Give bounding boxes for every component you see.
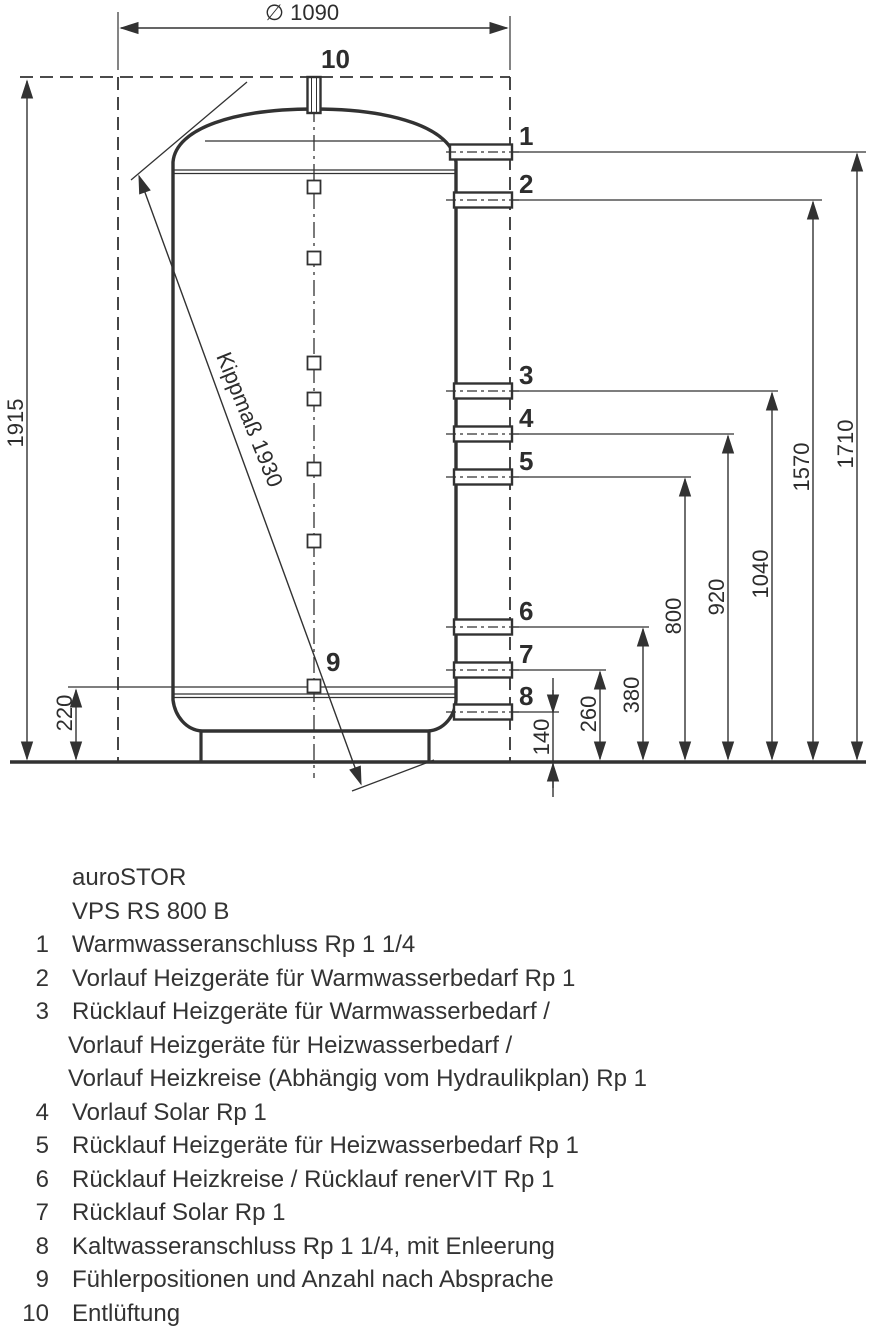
height-dimension-1710: 1710 [833, 152, 864, 761]
sensor-square [306, 461, 322, 477]
legend-item-text: Kaltwasseranschluss Rp 1 1/4, mit Enleer… [72, 1232, 555, 1260]
dimension-label-1040: 1040 [748, 550, 773, 599]
legend-item-number: 8 [35, 1232, 49, 1260]
tilt-dimension: Kippmaß 1930 [130, 81, 435, 792]
port-label-7: 7 [519, 639, 533, 669]
height-dimension-140: 140 [529, 678, 560, 797]
legend-item-text: Rücklauf Heizkreise / Rücklauf renerVIT … [72, 1165, 555, 1193]
port-stub-2 [446, 191, 520, 209]
tank-dimension-diagram: ∅ 1090 1915 220 10 [3, 0, 866, 797]
product-title: auroSTOR [72, 864, 187, 891]
port-label-10: 10 [321, 44, 350, 74]
insulation-envelope-dashed-box [20, 76, 511, 761]
sensor-square [306, 355, 322, 371]
legend-item-3: 3 Rücklauf Heizgeräte für Warmwasserbeda… [0, 995, 869, 1029]
legend-item-number: 10 [22, 1299, 49, 1327]
sensor-positions [306, 179, 322, 694]
port-stub-7 [446, 661, 520, 679]
legend-item-3-cont: Vorlauf Heizkreise (Abhängig vom Hydraul… [0, 1062, 869, 1096]
legend-item-text: Rücklauf Heizgeräte für Warmwasserbedarf… [72, 998, 550, 1025]
legend-item-text: Vorlauf Heizgeräte für Warmwasserbedarf … [72, 964, 576, 992]
port-label-5: 5 [519, 446, 533, 476]
dimension-label-920: 920 [704, 579, 729, 616]
legend-item-number: 6 [35, 1165, 49, 1193]
sensor-square [306, 179, 322, 195]
legend-item-4: 4 Vorlauf Solar Rp 1 [0, 1096, 869, 1130]
legend-item-1: 1 Warmwasseranschluss Rp 1 1/4 [0, 928, 869, 962]
legend-item-9: 9 Fühlerpositionen und Anzahl nach Abspr… [0, 1263, 869, 1297]
dimension-label-1570: 1570 [789, 443, 814, 492]
dimension-label-260: 260 [576, 696, 601, 733]
sensor-square [306, 533, 322, 549]
legend-item-number: 4 [35, 1098, 49, 1126]
tilt-dimension-label: Kippmaß 1930 [211, 349, 288, 491]
legend-item-text: Warmwasseranschluss Rp 1 1/4 [72, 931, 416, 958]
legend-item-text: Fühlerpositionen und Anzahl nach Absprac… [72, 1266, 554, 1293]
port-stub-6 [446, 618, 520, 636]
tank-base-skirt [199, 731, 431, 761]
legend-item-text: Vorlauf Heizkreise (Abhängig vom Hydraul… [68, 1065, 647, 1092]
height-dimension-1040: 1040 [748, 391, 779, 761]
port-labels: 1 2 3 4 5 6 7 8 9 [326, 121, 534, 711]
dimension-label-1915: 1915 [3, 399, 28, 448]
dimension-label-140: 140 [529, 719, 554, 756]
dimension-label-1710: 1710 [833, 420, 858, 469]
legend-item-text: Rücklauf Solar Rp 1 [72, 1199, 286, 1226]
port-stub-5 [446, 468, 520, 486]
diameter-dimension: ∅ 1090 [117, 0, 511, 70]
vent-pipe [306, 75, 322, 115]
legend-item-8: 8 Kaltwasseranschluss Rp 1 1/4, mit Enle… [0, 1230, 869, 1264]
legend-item-10: 10 Entlüftung [0, 1297, 869, 1331]
port-label-4: 4 [519, 403, 534, 433]
port-label-1: 1 [519, 121, 533, 151]
height-dimension-1570: 1570 [789, 200, 820, 761]
height-dimension-1915: 1915 [3, 79, 34, 761]
height-dimension-220: 220 [52, 688, 83, 761]
legend-item-text: Vorlauf Heizgeräte für Heizwasserbedarf … [68, 1031, 513, 1059]
legend-item-3-cont: Vorlauf Heizgeräte für Heizwasserbedarf … [0, 1029, 869, 1063]
legend-item-number: 3 [35, 998, 49, 1025]
port-label-8: 8 [519, 681, 533, 711]
port-stub-4 [446, 425, 520, 443]
port-stub-1 [446, 143, 520, 161]
legend-item-text: Entlüftung [72, 1299, 181, 1327]
sensor-square [306, 678, 322, 694]
port-stub-8 [446, 703, 520, 721]
port-label-6: 6 [519, 596, 533, 626]
legend-item-number: 7 [35, 1199, 49, 1226]
height-dimension-920: 920 [704, 434, 735, 761]
sensor-square [306, 391, 322, 407]
diameter-dimension-label: ∅ 1090 [265, 0, 339, 25]
port-label-3: 3 [519, 360, 533, 390]
legend-item-number: 2 [35, 964, 49, 992]
dimension-label-220: 220 [52, 695, 77, 732]
dimension-label-380: 380 [619, 677, 644, 714]
port-label-9: 9 [326, 647, 340, 677]
legend-item-number: 9 [35, 1266, 49, 1293]
legend-item-7: 7 Rücklauf Solar Rp 1 [0, 1196, 869, 1230]
port-label-2: 2 [519, 169, 533, 199]
legend-item-number: 5 [35, 1132, 49, 1159]
height-dimension-800: 800 [661, 477, 692, 761]
dimension-label-800: 800 [661, 598, 686, 635]
legend-item-text: Rücklauf Heizgeräte für Heizwasserbedarf… [72, 1132, 579, 1159]
legend-item-5: 5 Rücklauf Heizgeräte für Heizwasserbeda… [0, 1129, 869, 1163]
height-dimension-260: 260 [576, 670, 607, 761]
height-dimension-380: 380 [619, 627, 650, 761]
port-stub-3 [446, 382, 520, 400]
legend-item-6: 6 Rücklauf Heizkreise / Rücklauf renerVI… [0, 1163, 869, 1197]
legend-item-text: Vorlauf Solar Rp 1 [72, 1098, 267, 1126]
legend-item-2: 2 Vorlauf Heizgeräte für Warmwasserbedar… [0, 962, 869, 996]
sensor-square [306, 250, 322, 266]
legend: auroSTOR VPS RS 800 B 1 Warmwasseranschl… [0, 861, 869, 1330]
port-leader-lines [512, 151, 866, 713]
product-model: VPS RS 800 B [72, 897, 230, 925]
legend-item-number: 1 [35, 931, 49, 958]
